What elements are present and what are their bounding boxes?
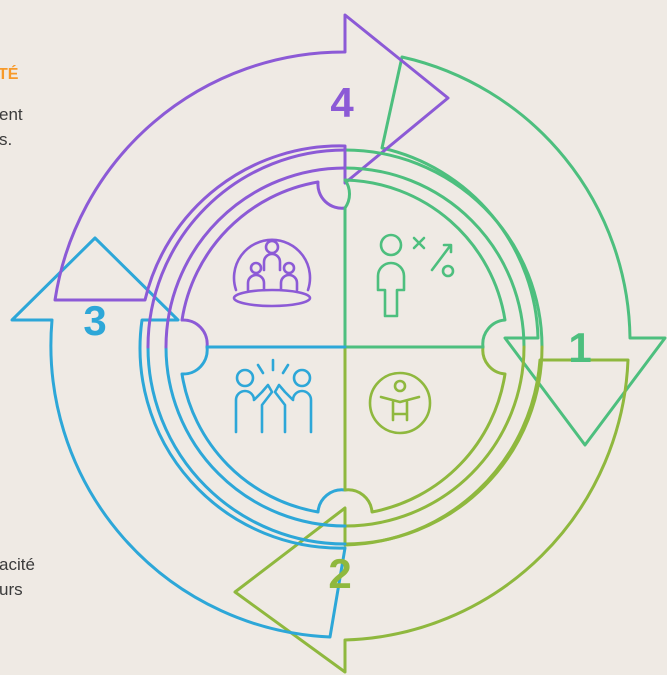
step-number-1: 1 [568,324,591,371]
arrow-step-1 [380,55,667,447]
arrow-step-2 [233,358,630,674]
quadrant-4 [180,180,347,349]
strategy-person-icon [376,233,455,318]
inner-ring-q3 [146,345,347,546]
high-five-icon [234,358,313,434]
top-text-title: TÉ [0,66,19,83]
quadrant-1 [343,178,507,349]
step-number-2: 2 [328,550,351,597]
top-text-line1: ent [0,105,23,124]
inner-ring-q1 [343,148,544,349]
accessibility-person-icon [368,371,432,435]
arrow-step-4 [53,13,450,302]
quadrant-3 [180,345,347,514]
top-text-line2: s. [0,130,13,149]
quadrant-2 [343,345,507,514]
inner-ring-q2 [343,345,544,546]
step-number-4: 4 [330,79,354,126]
arrow-step-3 [10,236,347,639]
team-group-icon [232,238,312,308]
bottom-text-line1: acité [0,555,35,574]
step-number-3: 3 [83,297,106,344]
inner-ring-q4 [146,148,347,349]
bottom-text-line2: urs [0,580,23,599]
